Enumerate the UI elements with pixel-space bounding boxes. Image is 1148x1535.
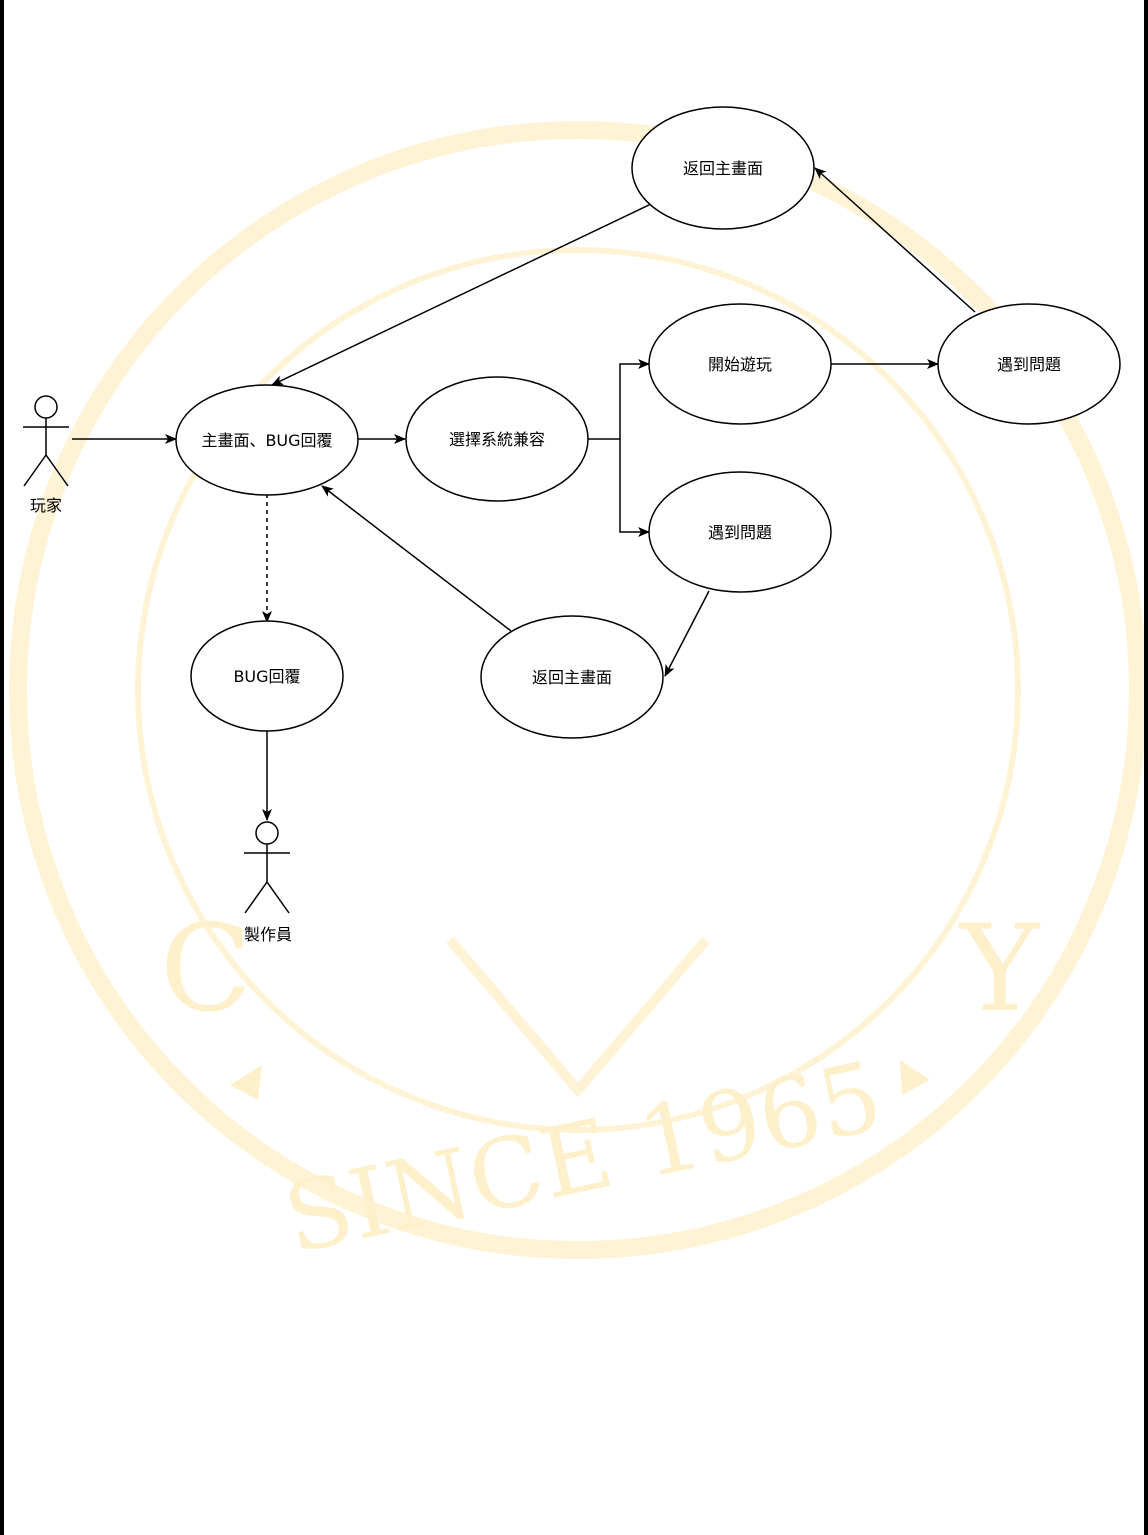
edges xyxy=(72,167,976,821)
use-case-select-system[interactable]: 選擇系統兼容 xyxy=(405,376,589,502)
use-case-return-top[interactable]: 返回主畫面 xyxy=(631,106,815,230)
watermark-text-right: Y xyxy=(958,900,1041,1039)
use-case-problem-mid[interactable]: 遇到問題 xyxy=(648,471,832,593)
actor-developer-label: 製作員 xyxy=(244,925,292,944)
use-case-main-label: 主畫面、BUG回覆 xyxy=(201,431,332,450)
use-case-problem-top-label: 遇到問題 xyxy=(997,355,1061,374)
use-case-main[interactable]: 主畫面、BUG回覆 xyxy=(175,384,359,496)
actor-player-label: 玩家 xyxy=(30,496,62,515)
edge-problem-mid-to-return-bottom xyxy=(664,590,710,677)
use-case-bug-reply[interactable]: BUG回覆 xyxy=(190,620,344,732)
actor-developer-head xyxy=(255,821,279,845)
use-case-return-bottom[interactable]: 返回主畫面 xyxy=(480,615,664,739)
edge-problem-top-to-return-top xyxy=(814,167,976,313)
use-case-select-system-label: 選擇系統兼容 xyxy=(449,430,545,449)
actor-player-head xyxy=(34,395,58,419)
use-case-start-play-label: 開始遊玩 xyxy=(708,355,772,374)
watermark-text-left: C xyxy=(160,900,252,1039)
use-case-return-bottom-label: 返回主畫面 xyxy=(532,668,612,687)
edge-select-to-start xyxy=(588,359,650,440)
edge-return-bottom-to-main xyxy=(321,485,512,632)
use-case-problem-mid-label: 遇到問題 xyxy=(708,523,772,542)
actor-player[interactable]: 玩家 xyxy=(23,395,69,515)
edge-select-to-problem-mid xyxy=(619,439,650,537)
edge-return-top-to-main xyxy=(271,203,652,386)
use-case-start-play[interactable]: 開始遊玩 xyxy=(648,303,832,425)
use-case-problem-top[interactable]: 遇到問題 xyxy=(937,303,1121,425)
use-case-bug-reply-label: BUG回覆 xyxy=(233,667,300,686)
actor-developer[interactable]: 製作員 xyxy=(244,821,292,944)
use-case-return-top-label: 返回主畫面 xyxy=(683,159,763,178)
